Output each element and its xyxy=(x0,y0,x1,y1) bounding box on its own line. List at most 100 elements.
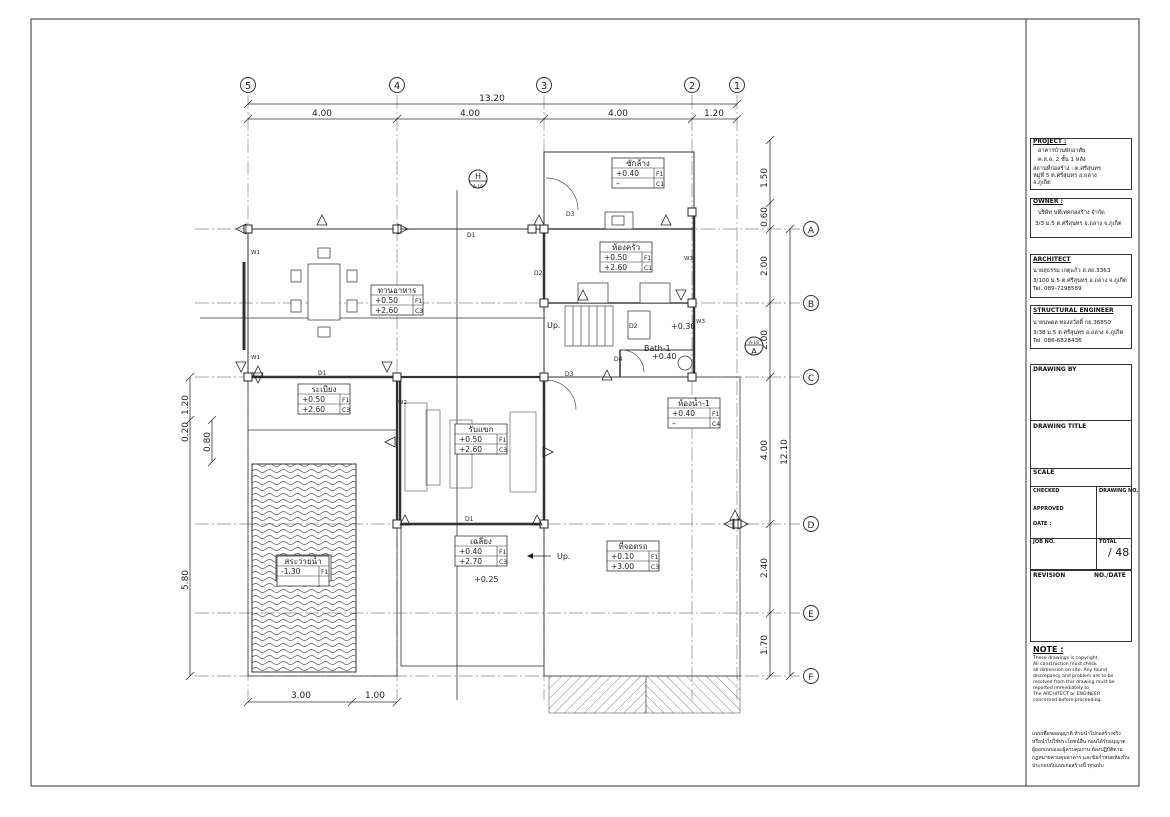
window-tag: W1 xyxy=(251,355,260,361)
room-height: – xyxy=(672,419,676,428)
tb-no-date: NO./DATE xyxy=(1094,572,1126,579)
section-a-marker xyxy=(744,336,764,356)
window-tag: W1 xyxy=(251,250,260,256)
room-level: +0.40 xyxy=(672,409,695,418)
dim-right-1: 1.50 xyxy=(760,168,770,188)
kitchen-fixtures xyxy=(577,211,693,371)
room-tag-box xyxy=(454,535,508,567)
tb-job-box xyxy=(1030,538,1098,570)
room-floor-code: F1 xyxy=(499,437,506,444)
section-h-marker xyxy=(468,169,488,189)
bottom-dimension-lines xyxy=(243,697,402,707)
room-ceiling-code: C1 xyxy=(644,265,652,272)
tb-footer-line: กฎหมายควบคุมอาคาร และข้อกำหนดท้องถิ่น xyxy=(1032,755,1130,761)
room-floor-code: F1 xyxy=(656,171,663,178)
tb-approved: APPROVED xyxy=(1033,506,1064,512)
room-height: +2.60 xyxy=(375,306,398,315)
tb-project-label: PROJECT : xyxy=(1033,138,1067,145)
tb-footer-line: ผู้ออกแบบและผู้ควบคุมงาน ต้องปฏิบัติตาม xyxy=(1032,747,1123,753)
tb-project-box xyxy=(1030,138,1132,190)
bath-label: Bath-1 xyxy=(644,344,671,353)
tb-note-line: concerned before proceeding. xyxy=(1033,698,1102,703)
room-name: ระเบียง xyxy=(312,385,337,394)
room-ceiling-code: C3 xyxy=(342,407,350,414)
row-markers xyxy=(803,221,819,684)
section-h-ref: A-16 xyxy=(473,184,483,190)
dim-right-7: 1.70 xyxy=(760,635,770,655)
top-dimension-lines xyxy=(243,99,742,124)
tb-structural-label: STRUCTURAL ENGINEER xyxy=(1033,307,1114,314)
tb-note-line: All construction must check xyxy=(1033,662,1097,667)
tb-architect-line: 3/100 ม.5 ต.ศรีสุนทร อ.ถลาง จ.ภูเก็ต xyxy=(1033,278,1127,284)
room-ceiling-code: C1 xyxy=(656,181,664,188)
room-tag-box xyxy=(599,241,653,273)
door-tag: D1 xyxy=(318,370,327,377)
tb-note-label: NOTE : xyxy=(1033,645,1064,654)
walls xyxy=(200,151,741,700)
door-tag: D1 xyxy=(467,232,476,239)
room-level: +0.10 xyxy=(611,552,634,561)
dim-top-1: 4.00 xyxy=(312,109,332,119)
dim-top-4: 1.20 xyxy=(704,109,724,119)
room-tag-box xyxy=(370,284,424,316)
dim-left-3: 0.80 xyxy=(203,432,213,452)
tb-structural-box xyxy=(1030,305,1132,349)
room-level: +0.50 xyxy=(604,253,627,262)
room-level: +0.50 xyxy=(375,296,398,305)
grid-row-f: F xyxy=(808,673,813,683)
grid-col-1: 1 xyxy=(734,81,740,92)
room-floor-code: F1 xyxy=(342,397,349,404)
room-level: +0.40 xyxy=(459,547,482,556)
stair xyxy=(564,305,614,347)
grid-row-b: B xyxy=(808,300,814,310)
room-name: ห้องครัว xyxy=(612,243,640,252)
room-height: +3.00 xyxy=(611,562,634,571)
tb-project-line: สถานที่ก่อสร้าง : ต.ศรีสุนทร xyxy=(1033,166,1101,172)
dim-right-6: 2.40 xyxy=(760,558,770,578)
room-name: ที่จอดรถ xyxy=(618,540,647,551)
column-markers xyxy=(240,77,745,93)
grid-row-a: A xyxy=(808,226,815,236)
window-tag: W2 xyxy=(398,400,407,406)
door-tag: D1 xyxy=(465,516,474,523)
room-level: -1.30 xyxy=(281,567,301,576)
room-tag-box xyxy=(276,555,330,587)
room-ceiling-code: C3 xyxy=(499,447,507,454)
room-tag-box xyxy=(454,423,508,455)
room-level: +0.50 xyxy=(459,435,482,444)
room-height: +2.70 xyxy=(459,557,482,566)
tb-scale: SCALE xyxy=(1033,469,1055,476)
tb-structural-line: นายนพดล ทองสวัสดิ์ กย.36850 xyxy=(1033,320,1111,326)
room-ceiling-code: C3 xyxy=(415,308,423,315)
left-dimension-lines xyxy=(185,372,217,681)
tb-note-line: resolved from this drawing must be xyxy=(1033,680,1115,685)
level-025: +0.25 xyxy=(474,575,499,584)
dim-right-total: 12.10 xyxy=(780,439,790,465)
room-floor-code: F1 xyxy=(415,298,422,305)
door-tag: D2 xyxy=(629,323,638,330)
sheet-border xyxy=(30,18,1140,787)
room-floor-code: F1 xyxy=(499,549,506,556)
door-tag: D3 xyxy=(566,211,575,218)
tb-revision-box xyxy=(1030,570,1132,642)
room-tag-box xyxy=(667,397,721,429)
tb-drawing-title-box xyxy=(1030,420,1132,470)
door-tag: D2 xyxy=(534,270,543,277)
section-a-ref: A-16 xyxy=(749,340,759,346)
view-markers xyxy=(235,214,749,530)
tb-note-line: all dimension on site. Any found xyxy=(1033,668,1107,673)
room-height: – xyxy=(616,179,620,188)
dim-right-2: 0.60 xyxy=(760,207,770,227)
room-name: รับแขก xyxy=(469,425,494,434)
room-ceiling-code: C4 xyxy=(712,421,720,428)
door-tag: D4 xyxy=(614,356,623,363)
room-ceiling-code: C3 xyxy=(499,559,507,566)
window-tag: W3 xyxy=(696,319,705,325)
dim-top-total: 13.20 xyxy=(479,94,505,104)
door-swings xyxy=(545,177,645,411)
room-floor-code: F1 xyxy=(321,569,328,576)
room-tag-box xyxy=(297,383,351,415)
tb-total-box xyxy=(1096,538,1132,570)
